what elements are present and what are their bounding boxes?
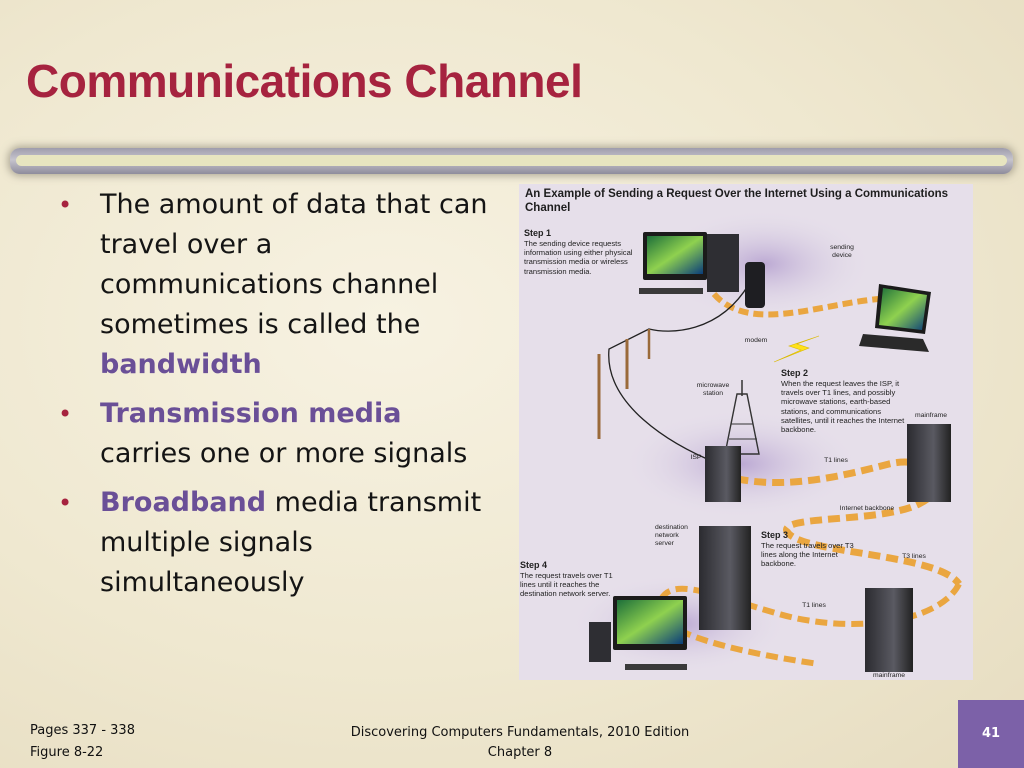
footer-pages: Pages 337 - 338 (30, 723, 135, 738)
label-mainframe-top: mainframe (914, 412, 948, 419)
bullet-text: media transmit multiple signals simultan… (100, 487, 482, 598)
label-mainframe-bottom: mainframe (872, 672, 906, 679)
label-t1-lines-top: T1 lines (824, 457, 848, 464)
bullet-item: • The amount of data that can travel ove… (58, 185, 488, 385)
label-sending-device: sending device (830, 244, 854, 259)
isp-server-icon (705, 446, 741, 502)
page-number: 41 (981, 726, 1001, 741)
cable-line (711, 291, 880, 318)
modem-icon (745, 262, 765, 308)
step-3-text: Step 3 The request travels over T3 lines… (761, 530, 859, 569)
wireless-signal-icon (773, 335, 820, 363)
title-divider-bar (10, 148, 1013, 174)
backbone-line (717, 458, 962, 587)
footer-source: Discovering Computers Fundamentals, 2010… (330, 723, 710, 763)
destination-computer-icon (589, 596, 687, 670)
mainframe-icon (865, 588, 913, 672)
figure-title: An Example of Sending a Request Over the… (525, 188, 949, 214)
step-4-text: Step 4 The request travels over T1 lines… (520, 560, 616, 599)
bullet-item: • Transmission media carries one or more… (58, 394, 488, 474)
internet-request-figure: An Example of Sending a Request Over the… (519, 184, 973, 680)
phone-line (608, 283, 750, 465)
page-number-box: 41 (958, 700, 1024, 768)
footer-book-title: Discovering Computers Fundamentals, 2010… (350, 725, 690, 740)
destination-server-icon (699, 526, 751, 630)
step-3-description: The request travels over T3 lines along … (761, 541, 854, 569)
step-2-text: Step 2 When the request leaves the ISP, … (781, 368, 905, 434)
step-3-label: Step 3 (761, 530, 789, 540)
step-1-label: Step 1 (524, 228, 552, 238)
figure-illustration (569, 209, 962, 674)
bullet-item: • Broadband media transmit multiple sign… (58, 483, 488, 603)
step-4-description: The request travels over T1 lines until … (520, 571, 613, 599)
mainframe-icon (907, 424, 951, 502)
desktop-computer-icon (639, 232, 739, 294)
bullet-list: • The amount of data that can travel ove… (58, 185, 488, 612)
step-1-text: Step 1 The sending device requests infor… (524, 228, 636, 276)
bullet-icon: • (58, 489, 73, 517)
step-4-label: Step 4 (520, 560, 548, 570)
footer-reference: Pages 337 - 338 Figure 8-22 (30, 720, 135, 764)
label-internet-backbone: Internet backbone (839, 505, 895, 512)
label-modem: modem (744, 337, 768, 344)
label-t1-lines-bottom: T1 lines (802, 602, 826, 609)
label-microwave-station: microwave station (696, 382, 730, 397)
step-2-label: Step 2 (781, 368, 809, 378)
label-destination-server: destination network server (655, 524, 688, 547)
laptop-icon (859, 284, 931, 352)
bullet-text: The amount of data that can travel over … (100, 189, 488, 340)
label-t3-lines: T3 lines (902, 553, 926, 560)
microwave-tower-icon (724, 380, 760, 455)
slide-title: Communications Channel (26, 55, 583, 107)
bullet-icon: • (58, 191, 73, 219)
bullet-text: carries one or more signals (100, 438, 468, 469)
bullet-icon: • (58, 400, 73, 428)
bullet-term: Transmission media (100, 398, 402, 429)
footer-figure: Figure 8-22 (30, 745, 104, 760)
footer-chapter: Chapter 8 (487, 745, 553, 760)
step-2-description: When the request leaves the ISP, it trav… (781, 379, 905, 435)
label-isp: ISP (690, 454, 702, 461)
bullet-term: Broadband (100, 487, 267, 518)
bullet-term: bandwidth (100, 349, 262, 380)
step-1-description: The sending device requests information … (524, 239, 633, 276)
